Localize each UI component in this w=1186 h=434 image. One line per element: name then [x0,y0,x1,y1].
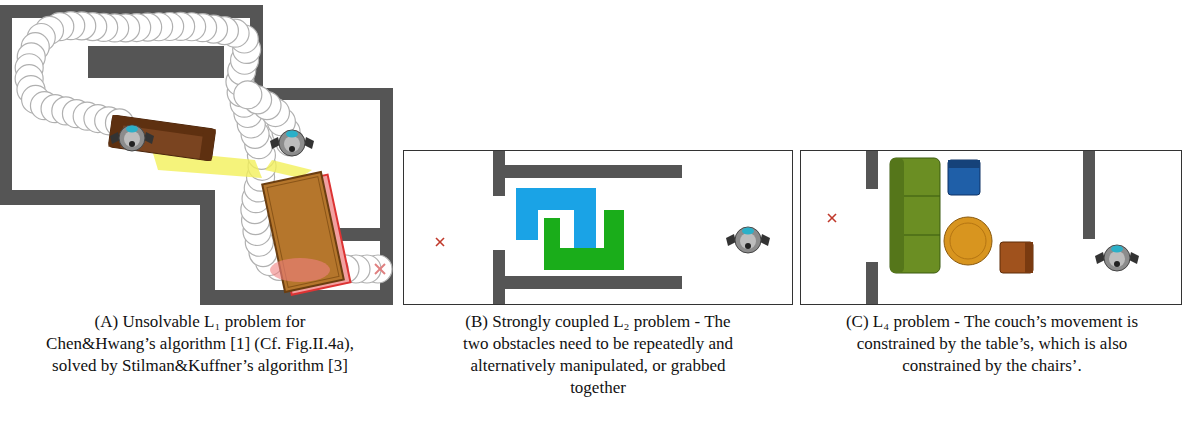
panel-a-objects [108,115,385,296]
panel-caption: (A) Unsolvable L₁ problem for Chen&Hwang… [40,311,360,377]
robot [270,130,314,156]
robot-icons [110,125,1139,271]
robot [1095,245,1139,271]
path-pose [234,81,262,109]
panel-caption: (C) L₄ problem - The couch’s movement is… [838,311,1146,377]
robot [110,125,154,151]
panel-b [404,151,793,305]
panel-c [801,151,1182,305]
robot [726,227,770,253]
panel-caption: (B) Strongly coupled L₂ problem - The tw… [458,311,738,399]
panel-a-map [0,5,393,305]
